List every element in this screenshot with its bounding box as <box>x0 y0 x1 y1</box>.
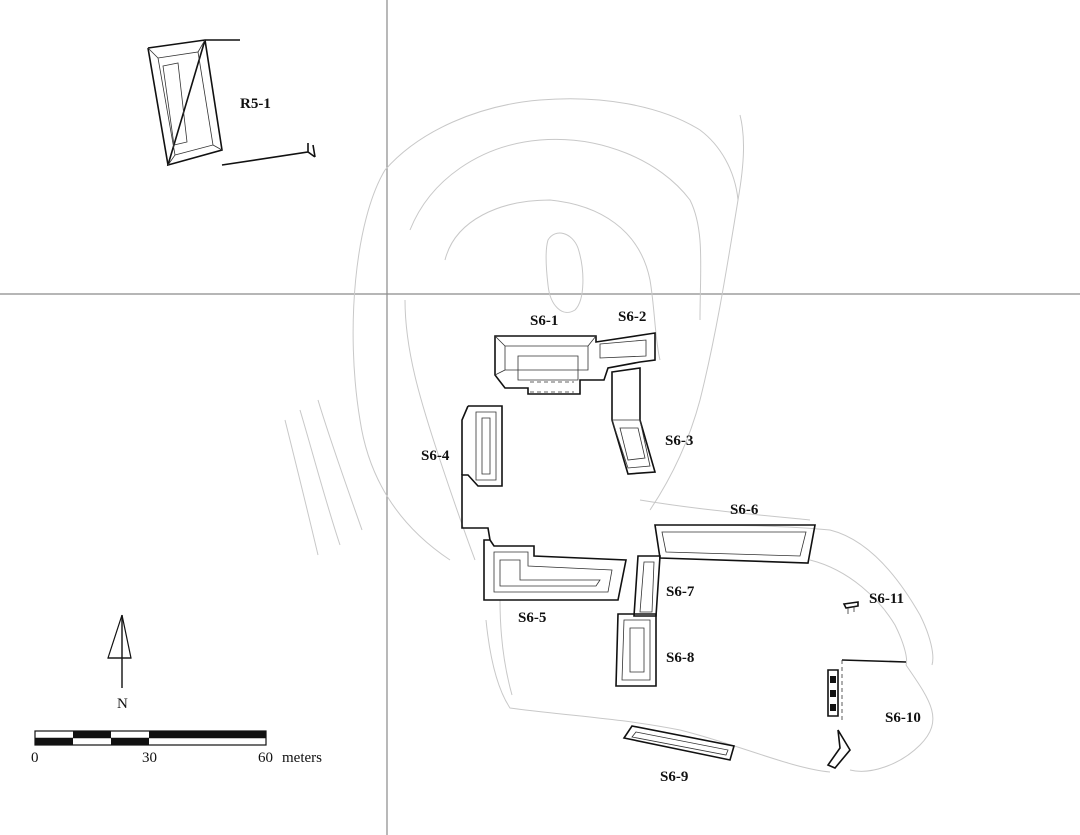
north-arrow-icon <box>107 614 132 688</box>
structure-s6-4[interactable] <box>461 405 503 541</box>
structure-s6-11[interactable] <box>842 601 859 614</box>
scale-unit: meters <box>282 750 322 766</box>
structure-s6-5[interactable] <box>483 539 627 601</box>
structure-s6-9[interactable] <box>622 725 736 761</box>
label-s6-3: S6-3 <box>665 433 693 449</box>
label-s6-4: S6-4 <box>421 448 450 464</box>
contour-lines <box>284 98 934 773</box>
structure-s6-10[interactable] <box>826 659 907 769</box>
structure-s6-3[interactable] <box>611 367 657 475</box>
label-s6-2: S6-2 <box>618 309 646 325</box>
scale-tick-30: 30 <box>142 750 157 766</box>
structure-r5-1[interactable] <box>147 39 316 167</box>
label-s6-1: S6-1 <box>530 313 558 329</box>
label-s6-10: S6-10 <box>885 710 921 726</box>
scale-tick-60: 60 <box>258 750 273 766</box>
structure-s6-8[interactable] <box>615 613 657 687</box>
label-s6-5: S6-5 <box>518 610 546 626</box>
label-s6-8: S6-8 <box>666 650 694 666</box>
label-s6-7: S6-7 <box>666 584 695 600</box>
north-label: N <box>117 696 128 712</box>
label-s6-9: S6-9 <box>660 769 688 785</box>
label-s6-11: S6-11 <box>869 591 904 607</box>
label-s6-6: S6-6 <box>730 502 759 518</box>
structure-s6-6[interactable] <box>654 524 816 564</box>
scale-bar <box>34 730 267 746</box>
scale-tick-0: 0 <box>31 750 39 766</box>
structure-s6-1[interactable] <box>494 332 656 395</box>
label-r5-1: R5-1 <box>240 96 271 112</box>
structure-s6-7[interactable] <box>633 555 661 617</box>
